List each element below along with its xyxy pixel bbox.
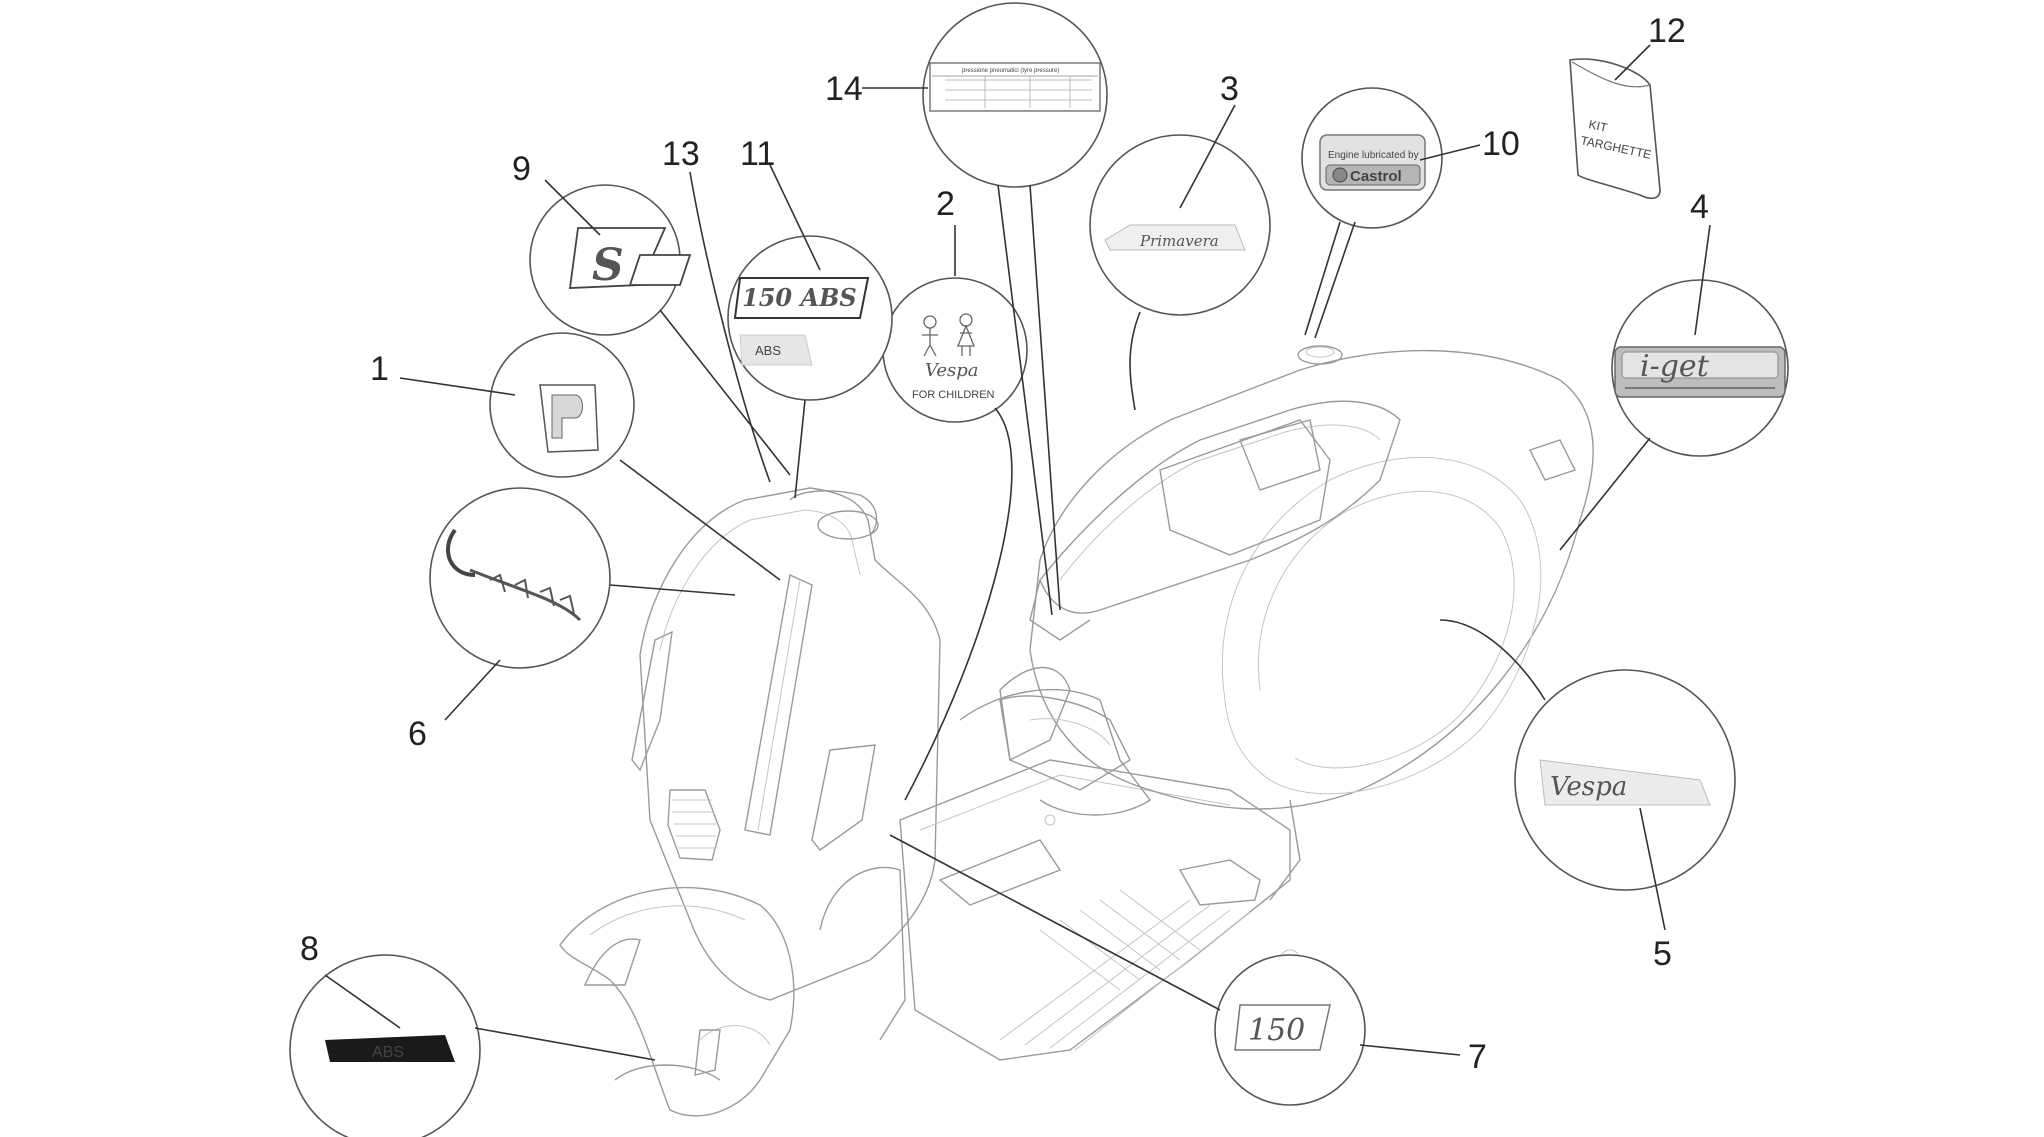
leader-7: [1359, 1044, 1461, 1056]
150abs-decal: 150 ABS ABS: [733, 277, 870, 366]
kit-text-line1: KIT: [1587, 117, 1609, 135]
callout-number-1: 1: [370, 350, 389, 388]
leader-8-to-part: [474, 1027, 656, 1061]
leader-1: [399, 377, 516, 396]
callout-group-6[interactable]: 6: [408, 487, 736, 753]
iget-badge: i-get: [1614, 346, 1786, 398]
primavera-text: Primavera: [1139, 232, 1219, 250]
kit-envelope: KIT TARGHETTE: [1569, 58, 1661, 200]
leader-9: [544, 179, 601, 236]
callout-number-3: 3: [1220, 70, 1239, 108]
callout-group-7[interactable]: 150 7: [889, 834, 1487, 1106]
leader-12: [1614, 44, 1651, 81]
leader-10: [1419, 144, 1481, 161]
tyre-label-title: pressione pneumatici (tyre pressure): [962, 68, 1059, 74]
bubble-6: [429, 487, 611, 669]
leader-13: [689, 171, 771, 483]
150-text: 150: [1248, 1013, 1305, 1048]
callout-number-12: 12: [1648, 12, 1686, 50]
s-logo-text: S: [592, 240, 624, 291]
s-logo-decal: S: [568, 227, 692, 291]
callout-number-7: 7: [1468, 1038, 1487, 1076]
leader-5: [1639, 807, 1666, 931]
leader-3: [1179, 104, 1236, 209]
callout-group-2[interactable]: Vespa FOR CHILDREN 2: [882, 185, 1028, 801]
callout-group-3[interactable]: Primavera 3: [1089, 70, 1271, 411]
150-badge: 150: [1234, 1004, 1331, 1051]
vespa-side-decal: Vespa: [1539, 759, 1711, 806]
leader-8: [324, 974, 401, 1029]
leader-6-to-part: [609, 584, 736, 596]
callout-number-13: 13: [662, 135, 700, 173]
castrol-decal: Engine lubricated by Castrol: [1319, 134, 1426, 191]
sprint-script-decal: [445, 528, 582, 622]
leader-10-to-part: [1304, 221, 1356, 339]
abs-small-text: ABS: [755, 343, 781, 358]
callout-group-13[interactable]: 13: [662, 135, 771, 483]
leader-11: [769, 164, 821, 271]
callout-number-5: 5: [1653, 935, 1672, 973]
callout-number-2: 2: [936, 185, 955, 223]
callout-group-10[interactable]: Engine lubricated by Castrol 10: [1301, 87, 1520, 339]
callout-number-11: 11: [740, 135, 775, 173]
callout-group-4[interactable]: i-get 4: [1559, 188, 1789, 551]
leader-2-to-part: [904, 407, 1013, 801]
leader-9-to-part: [659, 309, 791, 476]
scooter-body: [559, 345, 1594, 1117]
callout-number-4: 4: [1690, 188, 1709, 226]
primavera-decal: Primavera: [1104, 224, 1246, 251]
150abs-text: 150 ABS: [742, 283, 857, 312]
leader-5-to-part: [1439, 619, 1546, 701]
vespa-side-text: Vespa: [1550, 772, 1627, 802]
castrol-caption: Engine lubricated by: [1328, 150, 1419, 161]
callout-number-6: 6: [408, 715, 427, 753]
iget-text: i-get: [1640, 349, 1710, 384]
callout-group-1[interactable]: 1: [370, 332, 781, 581]
callout-number-14: 14: [825, 70, 863, 108]
leader-7-to-part: [889, 834, 1221, 1011]
leader-3-to-part: [1129, 311, 1141, 411]
tyre-pressure-label: pressione pneumatici (tyre pressure): [929, 62, 1101, 112]
leader-11-to-part: [794, 399, 806, 499]
abs-black-text: ABS: [372, 1044, 404, 1061]
abs-black-decal: ABS: [325, 1035, 455, 1062]
leader-1-to-part: [619, 459, 781, 581]
callout-group-12[interactable]: KIT TARGHETTE 12: [1569, 12, 1686, 200]
piaggio-emblem-icon: [539, 384, 599, 453]
leader-14-to-part: [997, 184, 1061, 616]
callout-group-9[interactable]: S 9: [512, 150, 791, 476]
callout-number-8: 8: [300, 930, 319, 968]
leader-6: [444, 659, 501, 721]
callout-group-8[interactable]: ABS 8: [289, 930, 656, 1137]
callout-group-5[interactable]: Vespa 5: [1439, 619, 1736, 973]
leader-4: [1694, 224, 1711, 336]
children-vespa-script: Vespa: [925, 360, 979, 381]
castrol-brand-text: Castrol: [1350, 168, 1402, 185]
callout-group-14[interactable]: pressione pneumatici (tyre pressure) 14: [825, 2, 1108, 616]
callout-number-10: 10: [1482, 125, 1520, 163]
callout-number-9: 9: [512, 150, 531, 188]
children-caption: FOR CHILDREN: [912, 389, 995, 401]
children-figures-icon: [922, 313, 975, 357]
leader-4-to-part: [1559, 437, 1651, 551]
callout-group-11[interactable]: 150 ABS ABS 11: [727, 135, 893, 499]
